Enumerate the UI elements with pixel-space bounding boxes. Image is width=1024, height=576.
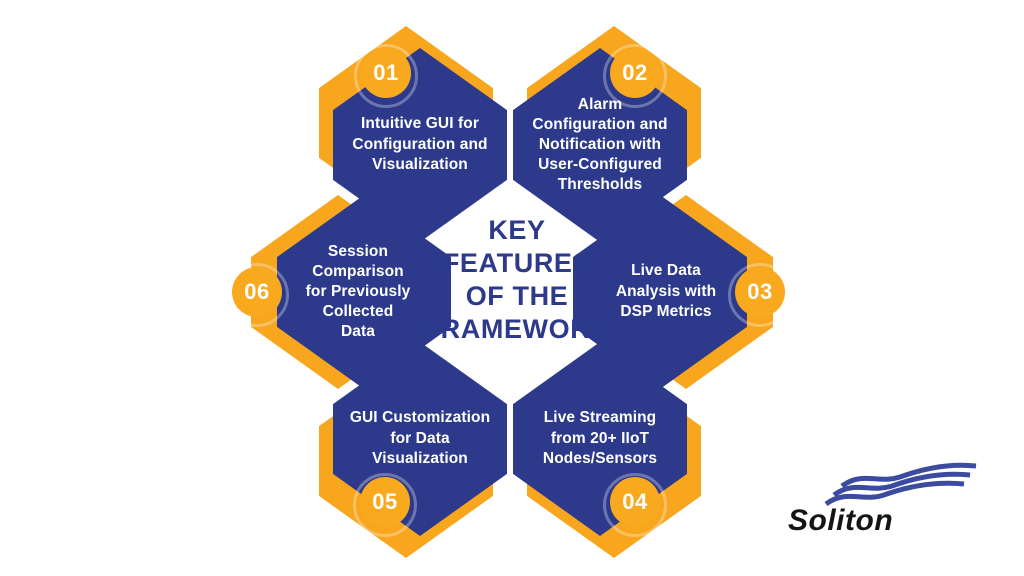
feature-line: for Data xyxy=(390,429,450,447)
feature-hexagon-06: Session Comparison for Previously Collec… xyxy=(225,195,451,389)
number-badge-05: 05 xyxy=(353,473,417,537)
title-line: FRAMEWORK xyxy=(423,314,611,344)
number-badge-03: 03 xyxy=(728,263,792,327)
feature-line: Live Streaming xyxy=(543,409,657,427)
feature-hexagon-04: Live Streaming from 20+ IIoT Nodes/Senso… xyxy=(513,342,701,558)
feature-line: from 20+ IIoT xyxy=(550,429,650,447)
feature-line: User-Configured xyxy=(538,156,662,173)
title-line: OF THE xyxy=(465,281,569,311)
feature-line: Configuration and xyxy=(352,135,488,153)
feature-line: Thresholds xyxy=(557,176,643,193)
title-line: FEATURES xyxy=(442,248,592,278)
feature-text-06: Session Comparison for Previously Collec… xyxy=(277,195,451,389)
logo-text: Soliton xyxy=(788,504,894,537)
feature-line: Configuration and xyxy=(532,116,668,133)
number-badge-02: 02 xyxy=(603,44,667,108)
feature-hexagon-03: Live Data Analysis with DSP Metrics 03 xyxy=(573,195,792,389)
feature-hexagon-05: GUI Customization for Data Visualization… xyxy=(319,342,507,558)
badge-number: 05 xyxy=(372,489,398,514)
feature-line: Notification with xyxy=(538,136,662,153)
feature-line: DSP Metrics xyxy=(620,303,712,321)
feature-line: Nodes/Sensors xyxy=(542,450,658,468)
feature-line: Session xyxy=(327,243,389,260)
feature-line: for Previously xyxy=(305,283,411,300)
badge-number: 01 xyxy=(373,60,399,85)
badge-number: 06 xyxy=(244,279,270,304)
title-line: KEY xyxy=(488,215,546,245)
feature-line: Live Data xyxy=(631,262,701,280)
feature-line: Visualization xyxy=(372,450,468,468)
feature-line: Collected xyxy=(322,303,394,320)
feature-text-01: Intuitive GUI for Configuration and Visu… xyxy=(333,48,507,242)
feature-line: Data xyxy=(341,323,375,340)
feature-line: Comparison xyxy=(312,263,404,280)
feature-line: GUI Customization xyxy=(349,409,491,427)
feature-text-03: Live Data Analysis with DSP Metrics xyxy=(573,195,747,389)
badge-number: 02 xyxy=(622,60,648,85)
badge-number: 04 xyxy=(622,489,648,514)
page-title: KEY FEATURES OF THE FRAMEWORK xyxy=(412,214,622,346)
soliton-logo: Soliton xyxy=(782,452,1017,552)
feature-text-04: Live Streaming from 20+ IIoT Nodes/Senso… xyxy=(513,342,687,536)
feature-line: Visualization xyxy=(372,156,468,174)
feature-hexagon-01: Intuitive GUI for Configuration and Visu… xyxy=(319,26,507,242)
number-badge-01: 01 xyxy=(354,44,418,108)
number-badge-06: 06 xyxy=(225,263,289,327)
feature-hexagon-02: Alarm Configuration and Notification wit… xyxy=(513,26,701,242)
feature-line: Intuitive GUI for xyxy=(361,115,479,133)
feature-text-05: GUI Customization for Data Visualization xyxy=(333,342,507,536)
waves-icon xyxy=(824,462,977,507)
feature-line: Analysis with xyxy=(615,282,717,300)
number-badge-04: 04 xyxy=(603,473,667,537)
feature-line: Alarm xyxy=(577,96,623,113)
badge-number: 03 xyxy=(747,279,773,304)
feature-text-02: Alarm Configuration and Notification wit… xyxy=(513,48,687,242)
